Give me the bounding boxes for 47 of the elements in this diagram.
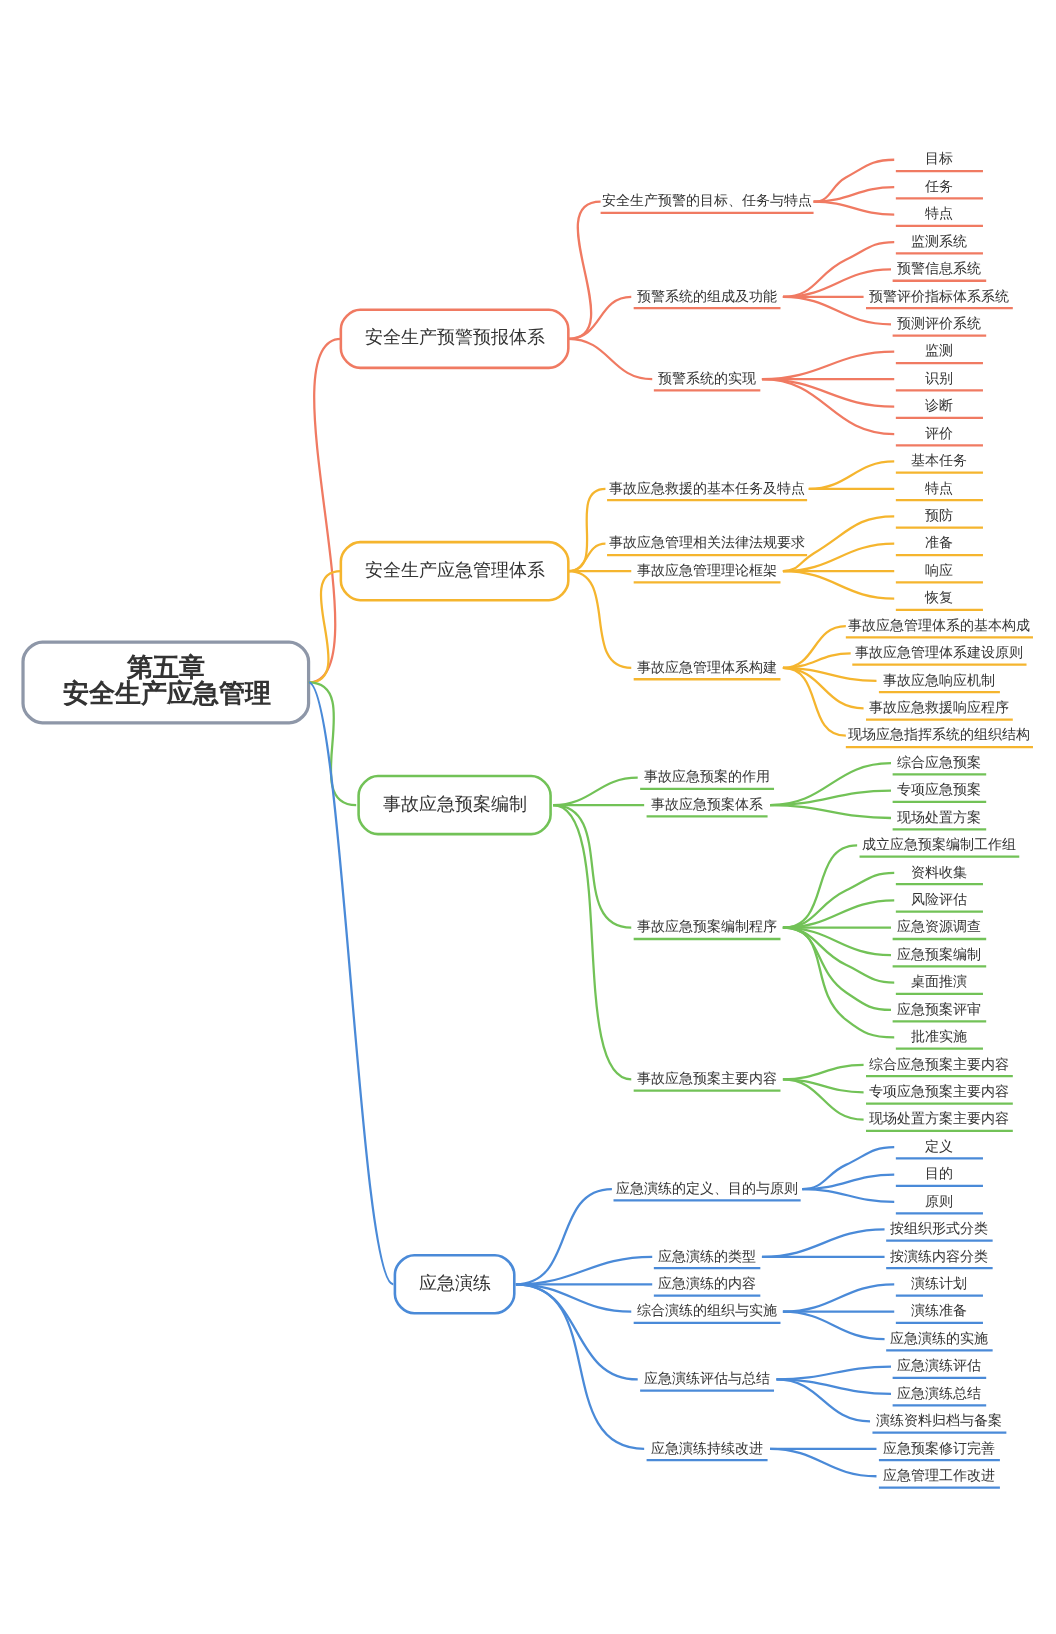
connector bbox=[769, 1446, 877, 1477]
connector bbox=[808, 486, 895, 489]
connector bbox=[782, 1077, 864, 1093]
node-box: 事故应急预案编制 bbox=[357, 773, 552, 835]
connector bbox=[568, 294, 632, 339]
connector bbox=[568, 541, 606, 572]
connector bbox=[782, 651, 851, 669]
connector bbox=[782, 1077, 864, 1120]
connector bbox=[515, 1282, 645, 1449]
connector bbox=[761, 1227, 885, 1257]
connector bbox=[776, 1364, 892, 1380]
node-box: 应急演练 bbox=[393, 1252, 516, 1314]
connector bbox=[568, 569, 632, 669]
connector bbox=[568, 486, 606, 572]
connector bbox=[782, 294, 892, 325]
connector bbox=[761, 1254, 885, 1257]
connector bbox=[308, 680, 357, 806]
connector bbox=[802, 1145, 895, 1190]
connector bbox=[813, 185, 895, 202]
connector bbox=[782, 239, 895, 297]
connector bbox=[769, 802, 892, 819]
connector bbox=[761, 377, 895, 435]
connector bbox=[568, 569, 632, 572]
connector bbox=[552, 803, 632, 1080]
connector bbox=[308, 569, 342, 683]
connector bbox=[813, 199, 895, 215]
node-box: 安全生产预警预报体系 bbox=[339, 307, 570, 369]
connector bbox=[568, 336, 653, 380]
connector bbox=[782, 898, 895, 928]
connector bbox=[802, 1186, 895, 1203]
connector bbox=[776, 1377, 892, 1395]
connector bbox=[782, 1282, 895, 1312]
connector bbox=[813, 157, 895, 202]
connector bbox=[782, 514, 895, 572]
connector bbox=[308, 336, 342, 683]
node-box: 第五章 安全生产应急管理 bbox=[21, 639, 311, 724]
connector bbox=[782, 569, 895, 599]
connector bbox=[782, 1309, 885, 1340]
connector bbox=[782, 623, 846, 669]
connector bbox=[782, 925, 895, 1038]
connector bbox=[782, 665, 846, 736]
connector bbox=[776, 1377, 871, 1422]
connector bbox=[782, 870, 895, 928]
node-box: 安全生产应急管理体系 bbox=[339, 539, 570, 601]
connector bbox=[808, 459, 895, 489]
connector bbox=[307, 680, 395, 1284]
connector bbox=[552, 802, 632, 928]
